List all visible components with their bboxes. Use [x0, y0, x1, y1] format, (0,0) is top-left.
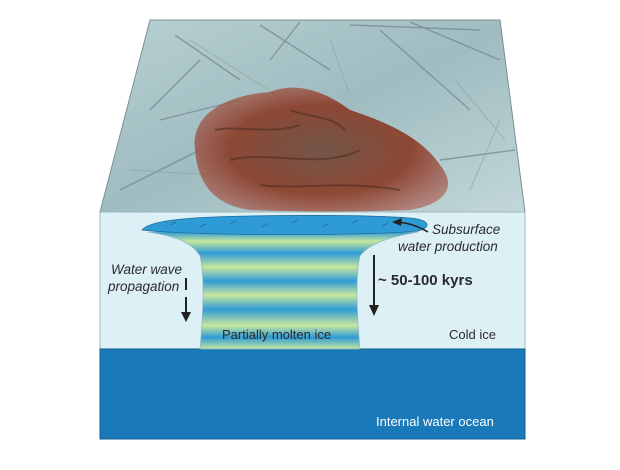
- label-molten-ice: Partially molten ice: [222, 327, 332, 342]
- water-lens: [141, 215, 428, 236]
- label-subsurface-line2: water production: [398, 239, 498, 254]
- internal-ocean: [99, 348, 526, 440]
- lens-texture: [169, 219, 389, 228]
- molten-ice-plume: [147, 231, 419, 350]
- label-timescale: ~ 50-100 kyrs: [378, 272, 473, 289]
- surface-face: [99, 19, 526, 213]
- label-cold-ice: Cold ice: [449, 327, 496, 342]
- label-subsurface-line1: Subsurface: [432, 222, 501, 237]
- chaos-terrain: [194, 87, 449, 212]
- label-ocean: Internal water ocean: [376, 414, 494, 429]
- label-wave-line2: propagation: [108, 279, 180, 294]
- water-wave-arrow: [181, 278, 191, 322]
- subsurface-pointer-head: [392, 218, 402, 226]
- timescale-arrow: [369, 255, 379, 316]
- label-wave-line1: Water wave: [111, 262, 183, 277]
